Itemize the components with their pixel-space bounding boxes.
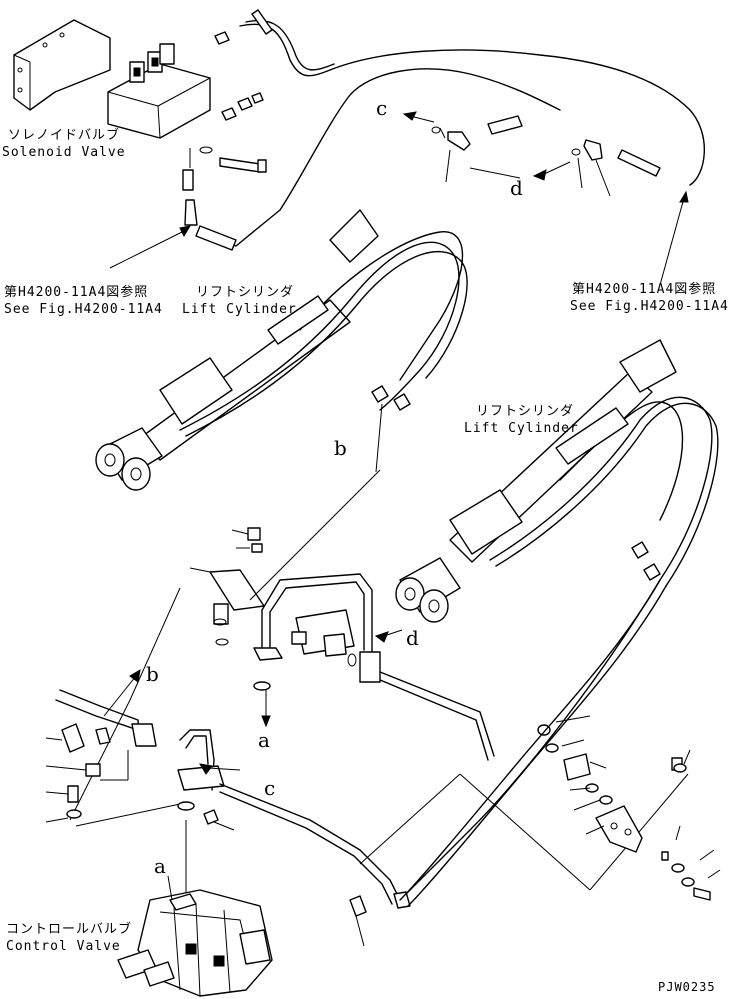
callout-b-left: b: [146, 662, 159, 686]
control-valve-label-jp: コントロールバルブ: [6, 922, 133, 937]
left-pipes: [45, 587, 411, 947]
callout-a-mid: a: [258, 728, 270, 752]
lift-cylinder-upper-label-jp: リフトシリンダ: [196, 285, 295, 300]
reference-arrows: [109, 190, 689, 286]
lower-right-bracket: [537, 715, 721, 901]
control-valve: [117, 875, 273, 997]
reference-label-right-jp: 第H4200-11A4図参照: [572, 282, 717, 297]
lift-cylinder-right-label-en: Lift Cylinder: [464, 421, 579, 436]
bracket-plate: [595, 805, 643, 853]
solenoid-valve-label-jp: ソレノイドバルブ: [8, 128, 121, 143]
reference-label-left-en: See Fig.H4200-11A4: [4, 302, 163, 317]
flange-block: [253, 647, 283, 661]
top-fittings: [402, 111, 661, 197]
lift-cylinder-right: [395, 339, 719, 901]
lift-cylinder-upper-label-en: Lift Cylinder: [182, 302, 297, 317]
reference-label-left-jp: 第H4200-11A4図参照: [4, 285, 149, 300]
callout-d-mid: d: [406, 626, 419, 650]
fitting: [182, 169, 194, 191]
callout-c-low: c: [264, 776, 276, 800]
mounting-bracket: [13, 19, 111, 111]
callout-d-top: d: [510, 176, 523, 200]
solenoid-valve-label-en: Solenoid Valve: [2, 145, 126, 160]
callout-b-mid: b: [334, 436, 347, 460]
center-piping: [189, 527, 495, 761]
control-valve-label-en: Control Valve: [6, 939, 121, 954]
drawing-id: PJW0235: [658, 980, 716, 994]
long-return-pipe: [399, 579, 667, 907]
callout-a-low: a: [154, 854, 166, 878]
callout-c-top: c: [376, 96, 388, 120]
solenoid-valve-assembly: [13, 19, 267, 226]
upper-hose-route: [195, 9, 705, 251]
lift-cylinder-right-label-jp: リフトシリンダ: [476, 404, 575, 419]
lift-cylinder-upper: [95, 209, 468, 491]
reference-label-right-en: See Fig.H4200-11A4: [570, 299, 729, 314]
